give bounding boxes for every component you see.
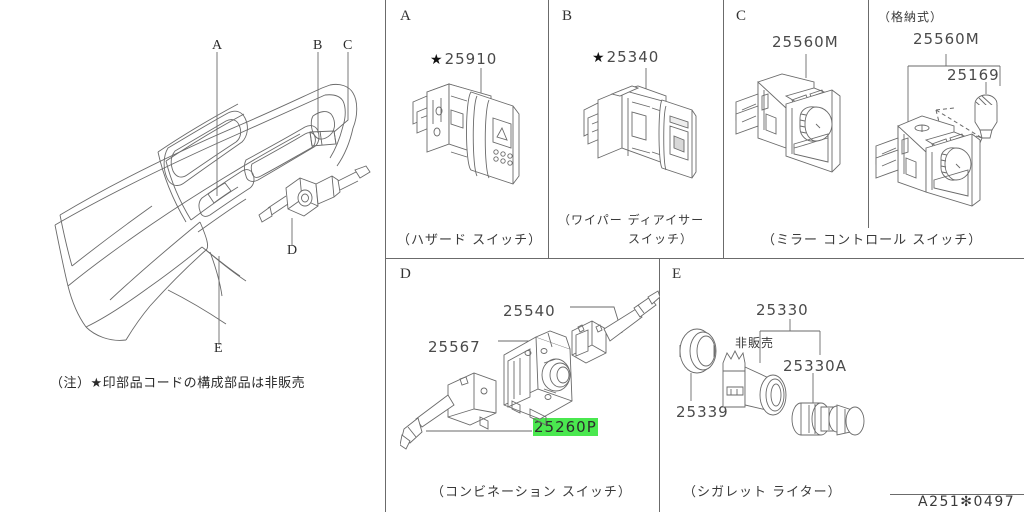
divider-vertical-c-variant	[868, 0, 869, 228]
panel-caption-b-line2: スイッチ）	[628, 232, 694, 246]
panel-letter-e: E	[672, 266, 682, 282]
combination-switch-drawing	[400, 285, 660, 455]
part-number-25560M-variant: 25560M	[913, 30, 980, 48]
callout-letter-e: E	[214, 341, 223, 356]
panel-c-variant-title: （格納式）	[878, 10, 944, 24]
part-number-25330: 25330	[756, 301, 809, 319]
footnote-note: （注）★印部品コードの構成部品は非販売	[50, 376, 306, 391]
part-number-25910-value: 25910	[444, 50, 498, 68]
callout-letter-d: D	[287, 243, 298, 258]
panel-caption-d: （コンビネーション スイッチ）	[431, 485, 632, 500]
part-number-25260P[interactable]: 25260P	[533, 418, 598, 436]
part-number-25560M-c: 25560M	[772, 33, 839, 51]
divider-figcode-rule	[890, 494, 1024, 495]
mirror-control-switch-drawing	[728, 52, 868, 192]
divider-vertical-main	[385, 0, 386, 512]
part-number-25339: 25339	[676, 403, 729, 421]
callout-letter-b: B	[313, 38, 323, 53]
divider-horizontal-mid	[385, 258, 1024, 259]
callout-letter-c: C	[343, 38, 353, 53]
star-marker-icon: ★	[430, 52, 444, 68]
part-number-25169: 25169	[947, 66, 1000, 84]
panel-letter-d: D	[400, 266, 412, 282]
part-number-25330A: 25330A	[783, 357, 847, 375]
part-number-25340-value: 25340	[606, 48, 660, 66]
figure-code: A251✻0497	[918, 494, 1016, 510]
panel-caption-e: （シガレット ライター）	[683, 485, 842, 500]
callout-letter-a: A	[212, 38, 223, 53]
divider-vertical-b-c	[723, 0, 724, 258]
panel-letter-a: A	[400, 8, 412, 24]
wiper-deicer-switch-drawing	[570, 64, 720, 194]
part-number-25567: 25567	[428, 338, 481, 356]
panel-caption-b-line1: （ワイパー ディアイサー	[558, 213, 705, 227]
star-marker-icon: ★	[592, 50, 606, 66]
hazard-switch-drawing	[395, 66, 545, 196]
divider-vertical-d-e	[659, 258, 660, 512]
panel-caption-c: （ミラー コントロール スイッチ）	[762, 233, 983, 248]
dashboard-drawing	[54, 52, 371, 345]
mirror-control-switch-retractable-drawing	[870, 48, 1024, 208]
panel-letter-c: C	[736, 8, 747, 24]
cigarette-lighter-drawing	[665, 315, 875, 465]
panel-caption-a: （ハザード スイッチ）	[397, 233, 543, 248]
panel-letter-b: B	[562, 8, 573, 24]
panel-e-annotation-not-for-sale: 非販売	[735, 336, 775, 350]
combination-switch-mini	[258, 165, 371, 223]
part-number-25340: ★25340	[592, 48, 659, 66]
dashboard-illustration	[0, 0, 385, 400]
divider-vertical-a-b	[548, 0, 549, 258]
part-number-25540: 25540	[503, 302, 556, 320]
part-number-25910: ★25910	[430, 50, 497, 68]
